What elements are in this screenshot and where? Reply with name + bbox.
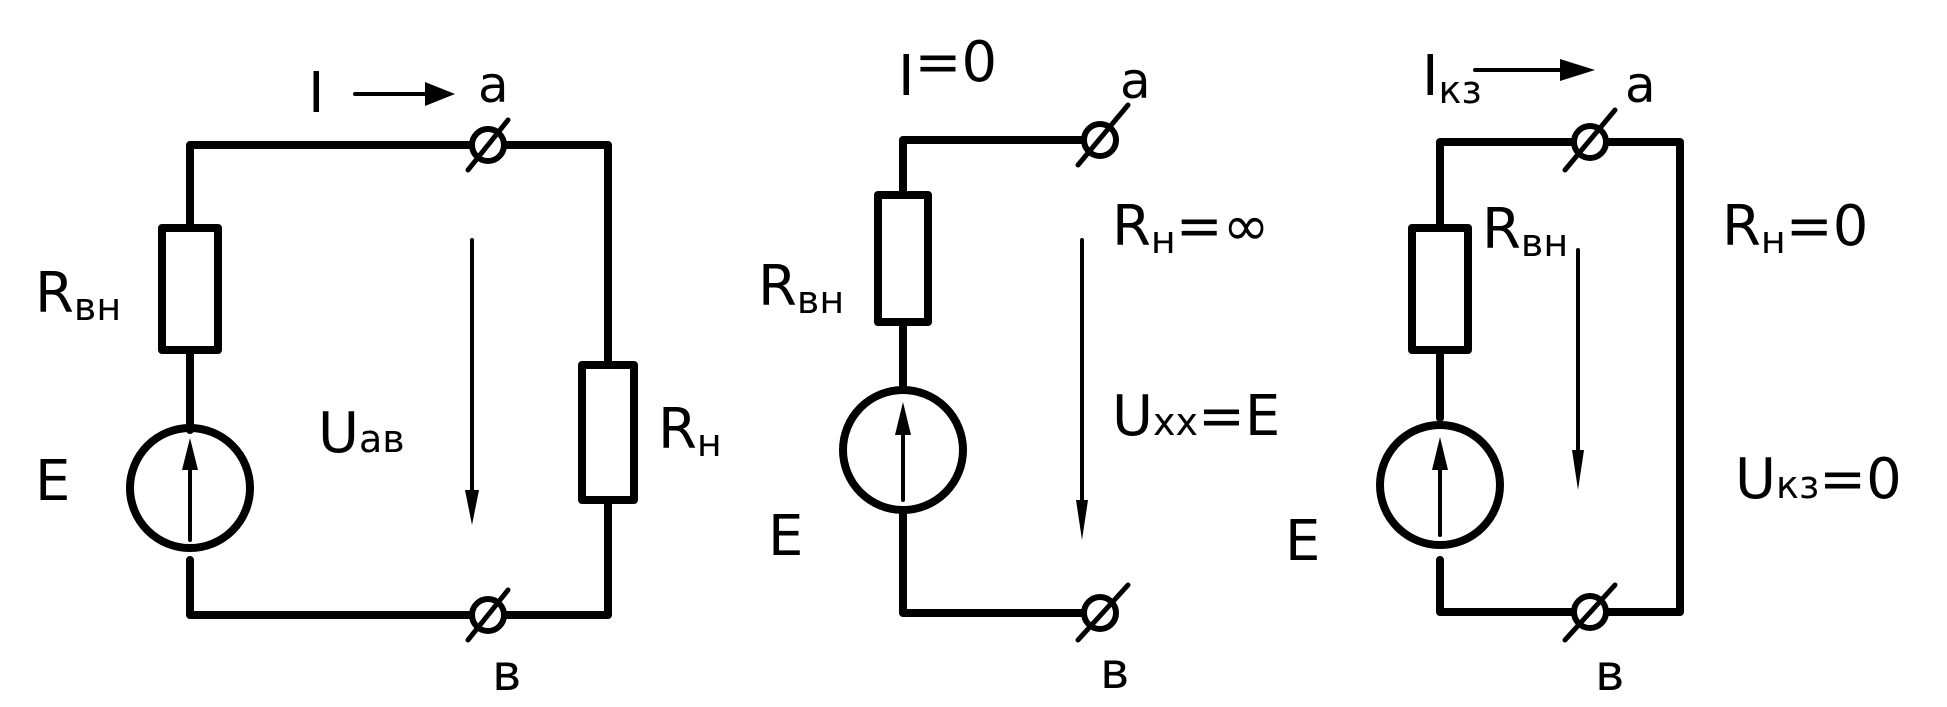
internal-resistor [874,191,932,326]
terminal-b-label: в [1595,644,1624,702]
wire-top [186,141,612,369]
internal-resistor [158,224,222,354]
source-arrowhead [182,438,198,470]
internal-resistance-label: Rвн [1482,197,1568,265]
load-resistor [578,361,638,504]
voltage-source [839,386,967,514]
load-label: Rн=∞ [1112,194,1269,262]
terminal-b [1075,582,1131,643]
current-label: I [308,61,325,126]
circuit-open: I=0 a в Rвн E Uxx=E Rн=∞ [758,30,1280,700]
source-arrowhead [895,402,911,435]
terminal-a [1562,107,1618,173]
wire-top [1436,138,1684,616]
terminal-a [465,117,511,173]
voltage-label: Uxx=E [1112,384,1280,449]
current-arrowhead [1560,59,1595,81]
terminal-a [1075,102,1131,168]
terminal-a-label: a [1625,56,1656,114]
internal-resistance-label: Rвн [35,261,121,329]
current-label: Iкз [1422,44,1482,112]
wire-bottom [899,506,1104,617]
voltage-arrowhead [1076,500,1088,540]
terminal-a-label: a [478,56,509,114]
terminal-a-label: a [1120,52,1151,110]
terminal-b-label: в [1100,642,1129,700]
voltage-arrowhead [1572,450,1584,490]
voltage-label: Uкз=0 [1735,447,1902,512]
source-label: E [768,504,803,569]
internal-resistor [1408,224,1472,354]
source-label: E [35,449,70,514]
internal-resistance-label: Rвн [758,254,844,322]
source-label: E [1285,509,1320,574]
terminal-b-label: в [492,644,521,702]
load-label: Rн [658,397,722,465]
circuit-loaded: I a в Rвн E Uaв Rн [35,56,722,702]
wire-top [899,136,1104,199]
voltage-arrowhead [465,490,479,525]
current-label: I=0 [898,30,997,109]
wire-right-lower [186,496,612,619]
load-label: Rн=0 [1722,194,1868,262]
terminal-b [1562,582,1618,643]
circuit-short: Iкз a в Rвн E Uкз=0 Rн=0 [1285,44,1902,702]
source-arrowhead [1432,437,1448,470]
voltage-source [126,424,254,552]
voltage-source [1376,421,1504,549]
current-arrowhead [425,82,455,106]
voltage-label: Uaв [318,401,405,466]
terminal-b [465,587,511,643]
